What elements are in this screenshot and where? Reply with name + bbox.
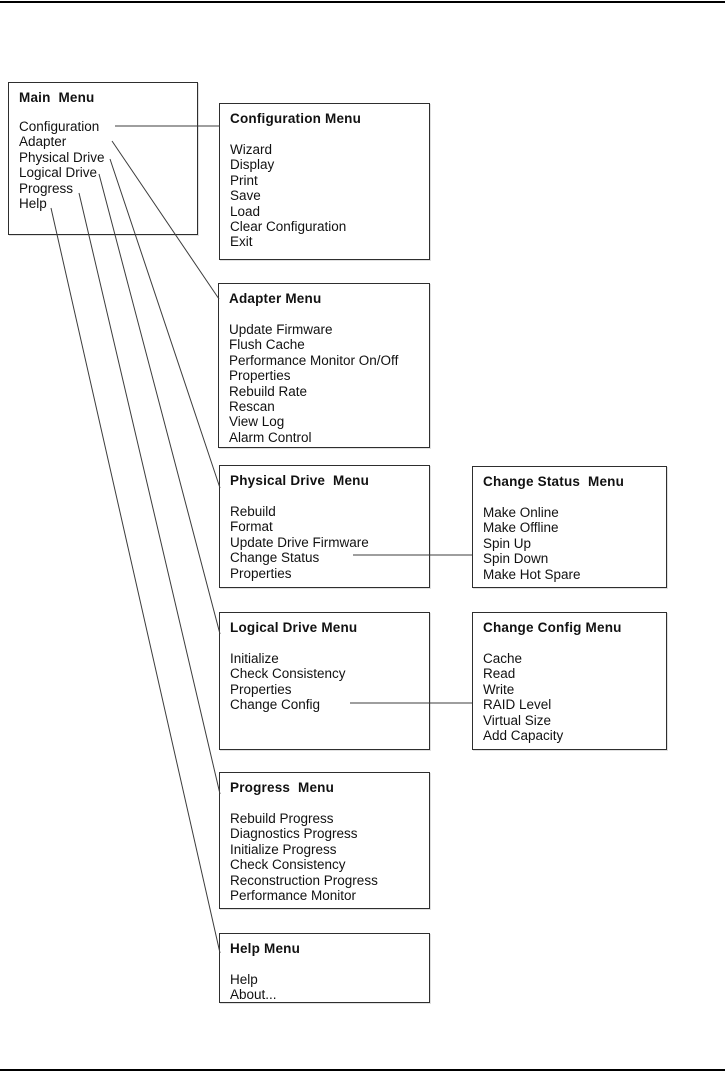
menu-item: Flush Cache <box>229 337 305 353</box>
page-top-rule <box>0 1 725 3</box>
menu-item: Progress <box>19 180 74 196</box>
menu-item: Clear Configuration <box>230 219 347 235</box>
menu-item: Display <box>230 157 275 173</box>
menu-item: Properties <box>229 368 291 384</box>
menu-item: Logical Drive <box>19 165 98 181</box>
menu-item: Performance Monitor <box>230 888 357 904</box>
menu-title: Change Status Menu <box>483 474 625 489</box>
menu-item: Update Firmware <box>229 322 333 337</box>
menu-title: Adapter Menu <box>229 291 322 306</box>
menu-item: About... <box>230 987 277 1003</box>
menu-item: Load <box>230 203 261 219</box>
menu-item: Properties <box>230 565 292 581</box>
menu-item: Make Hot Spare <box>483 566 581 582</box>
menu-item: Rebuild <box>230 504 276 519</box>
menu-title: Configuration Menu <box>230 111 362 126</box>
menu-title: Progress Menu <box>230 780 335 795</box>
connector-progress-line <box>78 192 221 795</box>
page-bottom-rule <box>0 1069 725 1071</box>
menu-item: Performance Monitor On/Off <box>229 352 399 368</box>
menu-title: Physical Drive Menu <box>230 473 370 488</box>
menu-item: Configuration <box>19 119 100 134</box>
menu-item: Rebuild Progress <box>230 811 334 826</box>
menu-item: Spin Up <box>483 535 532 551</box>
menu-item: Properties <box>230 681 292 697</box>
menu-item: Virtual Size <box>483 712 552 728</box>
menu-item: Make Online <box>483 505 559 520</box>
menu-item: Write <box>483 681 515 697</box>
menu-item: Change Status <box>230 550 320 566</box>
menu-title: Main Menu <box>19 90 95 105</box>
menu-item: RAID Level <box>483 697 552 713</box>
menu-item: Update Drive Firmware <box>230 534 369 550</box>
menu-item: Initialize Progress <box>230 841 337 857</box>
menu-title: Logical Drive Menu <box>230 620 358 635</box>
menu-item: Change Config <box>230 697 321 713</box>
connector-logical-drive-line <box>98 173 221 635</box>
menu-item: Exit <box>230 234 253 250</box>
menu-item: Spin Down <box>483 551 549 567</box>
menu-title: Help Menu <box>230 941 301 956</box>
menu-item: Wizard <box>230 142 273 157</box>
menu-item: Rescan <box>229 399 275 415</box>
menu-title: Change Config Menu <box>483 620 622 635</box>
menu-item: Adapter <box>19 134 67 150</box>
menu-item: Format <box>230 519 273 535</box>
menu-item: Print <box>230 172 258 188</box>
connector-help-line <box>50 207 221 954</box>
menu-item: Physical Drive <box>19 149 105 165</box>
menu-item: Check Consistency <box>230 857 346 873</box>
menu-item: Read <box>483 666 516 682</box>
menu-item: Diagnostics Progress <box>230 826 358 842</box>
menu-item: Rebuild Rate <box>229 383 308 399</box>
menu-item: Alarm Control <box>229 429 312 445</box>
menu-item: Help <box>19 196 47 212</box>
menu-item: Save <box>230 188 261 204</box>
menu-item: Cache <box>483 651 523 666</box>
menu-item: Add Capacity <box>483 728 564 744</box>
menu-item: Reconstruction Progress <box>230 872 378 888</box>
menu-item: View Log <box>229 414 285 430</box>
menu-item: Make Offline <box>483 520 559 536</box>
menu-item: Help <box>230 972 258 987</box>
menu-item: Check Consistency <box>230 666 346 682</box>
menu-item: Initialize <box>230 651 279 666</box>
